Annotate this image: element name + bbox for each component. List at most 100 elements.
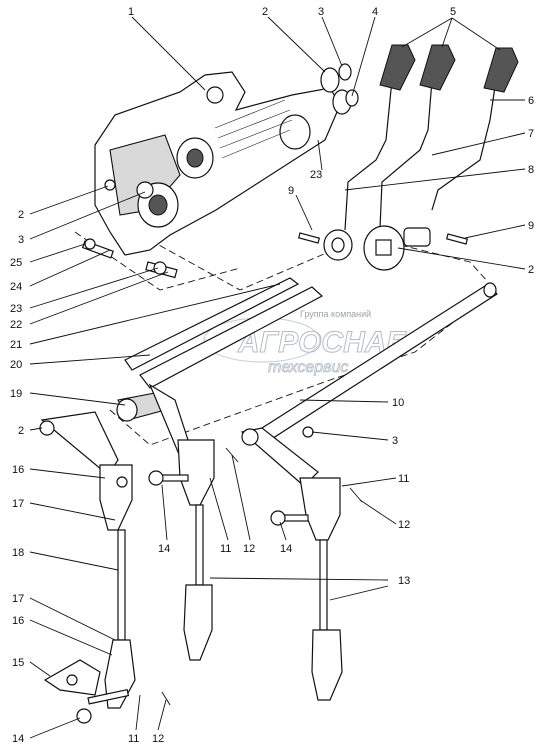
leader-5b [441, 17, 453, 48]
bracket-housing [94, 71, 341, 256]
fork-right-lower [311, 629, 343, 701]
leader-12-bottom [157, 699, 167, 731]
callout-8: 8 [528, 164, 534, 176]
callout-16-upper: 16 [12, 464, 24, 476]
callout-4: 4 [372, 6, 378, 18]
leader-7 [431, 132, 526, 156]
callout-12-right: 12 [398, 519, 410, 531]
rod-18 [117, 529, 126, 641]
knob-5-left [379, 44, 416, 91]
shaft-21 [124, 277, 300, 371]
leader-23-top [317, 139, 323, 171]
crank-right [240, 427, 319, 487]
lever-6-eye-hole [331, 237, 345, 253]
gear-levers [297, 44, 519, 271]
callout-19: 19 [10, 388, 22, 400]
leader-4 [351, 16, 376, 97]
callout-7: 7 [528, 128, 534, 140]
crank-left-pivot [39, 420, 55, 436]
rod-13-middle [195, 504, 204, 586]
leader-25 [29, 243, 86, 263]
leader-17-upper [29, 502, 116, 521]
lever-8-hub [403, 227, 431, 247]
bolt-hole [104, 179, 116, 191]
bore-lower-inner [148, 194, 168, 216]
callout-15: 15 [12, 657, 24, 669]
leader-2-lower [29, 427, 43, 431]
shafts [116, 277, 498, 441]
ring-4 [345, 89, 359, 107]
callout-numbers: 1 2 3 4 5 6 7 8 9 9 2 23 2 3 25 24 23 22… [10, 6, 534, 745]
callout-20: 20 [10, 359, 22, 371]
callout-2-left: 2 [18, 209, 24, 221]
dashed-line-lower [109, 291, 493, 446]
leader-3-lower [311, 431, 389, 441]
assembly-dashed-lines [74, 231, 493, 446]
linkage-left [39, 411, 136, 724]
callout-18: 18 [12, 547, 24, 559]
knob-5-middle [419, 44, 456, 91]
leader-5c [451, 17, 501, 51]
leader-2-right [397, 247, 526, 270]
leader-17-lower [29, 597, 116, 641]
bushing-2-lower [116, 398, 138, 422]
dashed-line-right [399, 244, 489, 283]
fork-middle-lower [183, 584, 213, 661]
bore-rear [279, 114, 311, 150]
mounting-hole [206, 86, 224, 104]
cotter-12-bottom [161, 691, 171, 706]
callout-2-top: 2 [262, 6, 268, 18]
callout-3-lower: 3 [392, 435, 398, 447]
callout-2-right: 2 [528, 264, 534, 276]
leader-23-left [29, 267, 159, 309]
fork-right-upper [299, 477, 341, 541]
callout-5: 5 [450, 6, 456, 18]
bracket-15-hole [66, 674, 78, 686]
callout-9-left: 9 [288, 185, 294, 197]
callout-2-lower: 2 [18, 425, 24, 437]
lever-7-rod [379, 79, 433, 229]
cotter-12-right [349, 487, 363, 503]
leader-14-right [279, 521, 287, 541]
bushing-2-upper [320, 67, 340, 93]
leader-13a [209, 577, 389, 581]
leader-2-left [29, 185, 109, 215]
callout-14-right: 14 [280, 543, 292, 555]
fork-16-upper [99, 464, 133, 531]
callout-6: 6 [528, 95, 534, 107]
callout-1: 1 [128, 6, 134, 18]
leader-20 [29, 354, 151, 365]
lever-7-square-hole [375, 239, 392, 256]
shaft-20 [139, 286, 324, 389]
callout-22: 22 [10, 319, 22, 331]
callout-24: 24 [10, 281, 22, 293]
leader-11-bottom [135, 694, 141, 731]
leader-lines [29, 16, 526, 739]
callout-11-bottom: 11 [128, 733, 139, 745]
pin-14-middle-head [148, 470, 164, 486]
callout-21: 21 [10, 339, 22, 351]
callout-3-left: 3 [18, 234, 24, 246]
lever-6-rod [344, 79, 393, 231]
callout-12-middle: 12 [243, 543, 255, 555]
ring-3-upper [338, 63, 352, 81]
hatch-line [221, 129, 291, 159]
washer-23 [153, 261, 167, 275]
callout-17-upper: 17 [12, 498, 24, 510]
pin-14-right-head [270, 510, 286, 526]
bore-upper-inner [186, 148, 204, 168]
rod-13-right [319, 539, 328, 631]
small-bore [136, 181, 154, 199]
leader-11-middle [209, 477, 229, 541]
callout-14-bottom: 14 [12, 733, 24, 745]
crank-left [40, 411, 119, 476]
leader-22 [29, 271, 169, 325]
knob-5-right [483, 47, 519, 93]
leader-15 [29, 661, 51, 677]
callout-25: 25 [10, 257, 22, 269]
watermark-line-1: Группа компаний [300, 309, 371, 319]
callout-16-lower: 16 [12, 615, 24, 627]
hatch-line [219, 119, 293, 149]
leader-8 [344, 168, 526, 191]
